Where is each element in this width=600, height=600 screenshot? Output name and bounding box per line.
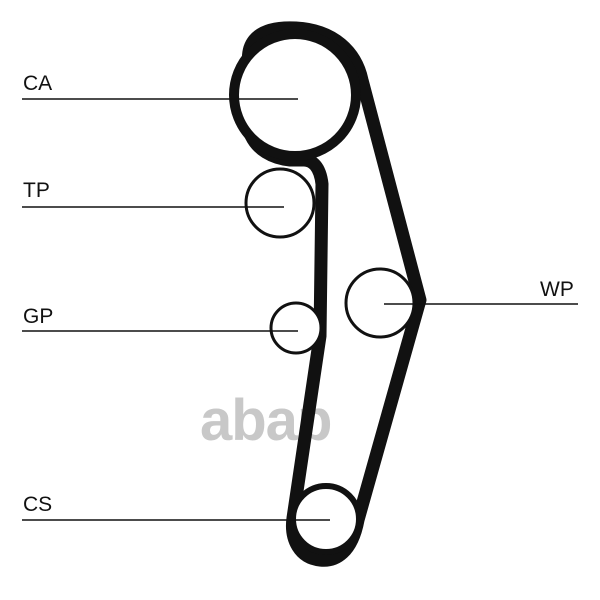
label-ca: CA	[23, 72, 52, 95]
label-cs: CS	[23, 493, 52, 516]
guide-pulley	[269, 301, 323, 355]
label-gp: GP	[23, 305, 53, 328]
label-tp: TP	[23, 179, 50, 202]
crankshaft-pulley	[290, 483, 362, 555]
water-pump-pulley	[344, 267, 416, 339]
tensioner-pulley	[244, 167, 316, 239]
label-wp: WP	[540, 278, 574, 301]
camshaft-pulley	[229, 29, 361, 161]
